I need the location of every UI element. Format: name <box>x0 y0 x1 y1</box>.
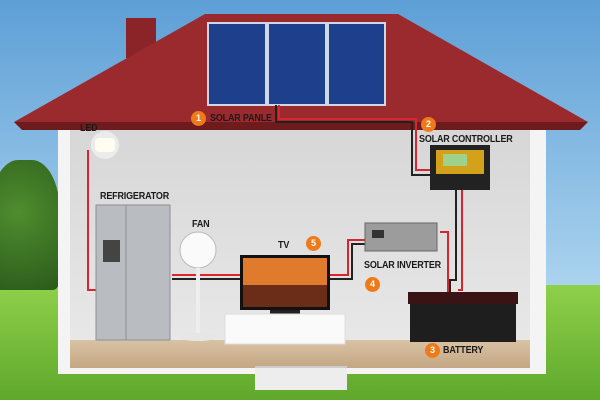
wire-red <box>440 231 449 295</box>
badge-1: 1 <box>191 111 206 126</box>
badge-3: 3 <box>425 343 440 358</box>
tree <box>0 160 60 290</box>
label-fan: FAN <box>192 219 210 230</box>
solar-panel <box>267 22 327 106</box>
roof-eave <box>14 122 588 130</box>
solar-panels <box>207 22 386 106</box>
solar-panel <box>207 22 267 106</box>
solar-panel <box>327 22 386 106</box>
inverter <box>364 222 438 252</box>
wire-red <box>458 190 463 291</box>
battery-box <box>408 292 518 342</box>
label-refrigerator: REFRIGERATOR <box>100 191 170 202</box>
led-bulb <box>91 131 119 159</box>
tv-stand <box>224 313 346 345</box>
wire-black <box>275 105 430 176</box>
badge-4: 4 <box>365 277 380 292</box>
label-solar-inverter: SOLAR INVERTER <box>364 260 441 271</box>
label-solar-panel: SOLAR PANLE <box>210 113 272 124</box>
badge-2: 2 <box>421 117 436 132</box>
steps <box>255 366 347 390</box>
label-battery: BATTERY <box>443 345 484 356</box>
wire-red <box>278 105 430 171</box>
badge-5: 5 <box>306 236 321 251</box>
wire-black <box>449 190 457 295</box>
label-solar-controller: SOLAR CONTROLLER <box>419 134 513 145</box>
refrigerator <box>95 204 171 341</box>
fan <box>179 231 217 341</box>
label-led: LED <box>80 123 98 134</box>
floor <box>70 340 530 368</box>
controller <box>430 145 490 190</box>
wire-red <box>87 150 98 291</box>
label-tv: TV <box>278 240 290 251</box>
tv <box>240 255 330 314</box>
